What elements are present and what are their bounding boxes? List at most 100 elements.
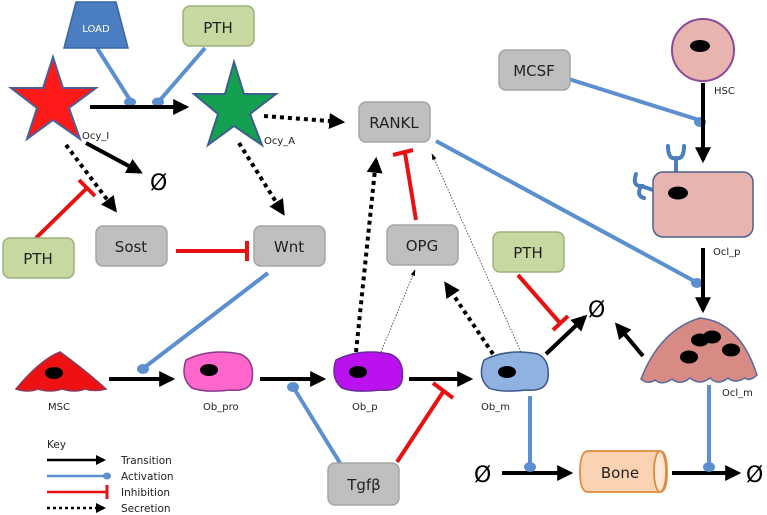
node-rankl: RANKL xyxy=(358,101,431,143)
ob-p-label: Ob_p xyxy=(352,402,378,413)
node-bone: Bone xyxy=(579,450,668,493)
ocl-p-label: Ocl_p xyxy=(713,247,741,258)
node-ob-p: Ob_p xyxy=(333,351,404,413)
edge-rankl-activation xyxy=(435,139,697,284)
ocy-i-label: Ocy_I xyxy=(82,131,109,142)
node-ob-m: Ob_m xyxy=(480,351,550,413)
edge-ocya-secretes-wnt xyxy=(237,141,285,216)
activation-head xyxy=(691,278,703,288)
receptor-top-icon xyxy=(666,144,686,174)
node-pth-top: PTH xyxy=(182,5,255,47)
pth-mid-box xyxy=(492,231,565,273)
ob-m-label: Ob_m xyxy=(481,402,510,413)
node-ocl-m: Ocl_m xyxy=(640,317,758,399)
node-opg: OPG xyxy=(386,224,459,266)
legend-inhibition-label: Inhibition xyxy=(121,487,170,499)
legend-activation-head xyxy=(103,472,111,480)
node-hsc: HSC xyxy=(671,18,735,97)
edge-pth-left-inhibition xyxy=(34,186,89,240)
edge-ocya-secretes-rankl xyxy=(263,113,346,129)
wnt-label: Wnt xyxy=(274,238,304,256)
pth-left-box xyxy=(2,237,75,279)
ocl-m-cell-icon xyxy=(640,317,758,384)
ob-pro-cell-icon xyxy=(183,351,254,392)
activation-head xyxy=(524,462,536,472)
null-obm: Ø xyxy=(588,298,605,323)
ocy-a-star-icon xyxy=(191,58,279,148)
ocy-a-label: Ocy_A xyxy=(264,136,295,147)
node-ocy-i: Ocy_I xyxy=(8,53,109,142)
msc-nucleus xyxy=(45,367,63,379)
sost-label: Sost xyxy=(115,238,148,256)
edge-mcsf-activation xyxy=(555,73,700,122)
inhibition-bar xyxy=(77,178,97,198)
edge-load-activation xyxy=(95,46,132,102)
edges xyxy=(34,46,742,481)
rankl-box xyxy=(358,101,431,143)
pth-top-box xyxy=(182,5,255,47)
pth-mid-label: PTH xyxy=(513,244,543,262)
wnt-box xyxy=(253,225,326,267)
null-ocyi: Ø xyxy=(150,171,167,196)
edge-obm-to-null xyxy=(544,314,588,356)
edge-wnt-activation xyxy=(143,271,270,369)
opg-box xyxy=(386,224,459,266)
hsc-label: HSC xyxy=(714,86,735,97)
activation-head xyxy=(703,462,715,472)
ob-p-nucleus xyxy=(349,366,367,378)
edge-tgfb-activation xyxy=(293,388,342,465)
edge-ocyi-to-null xyxy=(85,141,143,174)
ocl-p-nucleus xyxy=(668,186,688,200)
mcsf-label: MCSF xyxy=(513,62,555,80)
ocl-m-nucleus xyxy=(703,330,721,344)
mcsf-box xyxy=(498,49,571,91)
node-load: LOAD xyxy=(63,1,129,49)
ob-p-cell-icon xyxy=(333,351,404,392)
sost-box xyxy=(95,225,168,267)
ob-pro-label: Ob_pro xyxy=(203,402,239,413)
node-ob-pro: Ob_pro xyxy=(183,351,254,413)
ob-m-nucleus xyxy=(498,366,516,378)
inhibition-bar xyxy=(551,314,570,332)
edge-oclm-to-null xyxy=(614,322,645,358)
edge-obm-secretes-opg xyxy=(444,281,495,356)
tgfb-box xyxy=(327,462,400,506)
edge-opg-inhibits-rankl xyxy=(403,152,418,221)
node-tgfb: Tgfβ xyxy=(327,462,400,506)
edge-obp-secretes-rankl xyxy=(354,156,383,353)
legend-title: Key xyxy=(47,439,66,451)
node-ocy-a: Ocy_A xyxy=(191,58,295,148)
ocl-m-label: Ocl_m xyxy=(722,388,753,399)
ocl-m-nucleus xyxy=(722,343,740,357)
node-ocl-p: Ocl_p xyxy=(632,144,754,258)
node-wnt: Wnt xyxy=(253,225,326,267)
null-bone-right: Ø xyxy=(746,463,763,488)
node-pth-left: PTH xyxy=(2,237,75,279)
inhibition-bar xyxy=(392,148,414,157)
msc-label: MSC xyxy=(48,402,70,413)
edge-tgfb-inhibition xyxy=(395,390,445,464)
edge-pth-mid-inhibition xyxy=(516,273,562,325)
node-pth-mid: PTH xyxy=(492,231,565,273)
load-shape xyxy=(63,1,129,49)
legend-secretion-label: Secretion xyxy=(121,503,171,515)
ocl-m-nucleus xyxy=(680,350,698,364)
node-mcsf: MCSF xyxy=(498,49,571,91)
bone-cylinder-end xyxy=(653,450,667,493)
node-sost: Sost xyxy=(95,225,168,267)
legend-activation-label: Activation xyxy=(121,471,174,483)
edge-obp-to-opg-weak xyxy=(380,269,416,353)
pth-left-label: PTH xyxy=(23,250,53,268)
tgfb-label: Tgfβ xyxy=(346,476,381,494)
ocy-i-star-icon xyxy=(8,53,100,142)
pth-top-label: PTH xyxy=(203,19,233,37)
bone-label: Bone xyxy=(601,464,639,482)
node-msc: MSC xyxy=(14,351,108,413)
null-bone-left: Ø xyxy=(474,463,491,488)
edge-obm-to-rankl-weak xyxy=(431,153,522,353)
rankl-label: RANKL xyxy=(369,114,419,132)
edge-ocyi-secretes-sost xyxy=(64,143,117,213)
activation-head xyxy=(124,97,136,107)
activation-head xyxy=(137,364,149,374)
activation-head xyxy=(152,97,164,107)
